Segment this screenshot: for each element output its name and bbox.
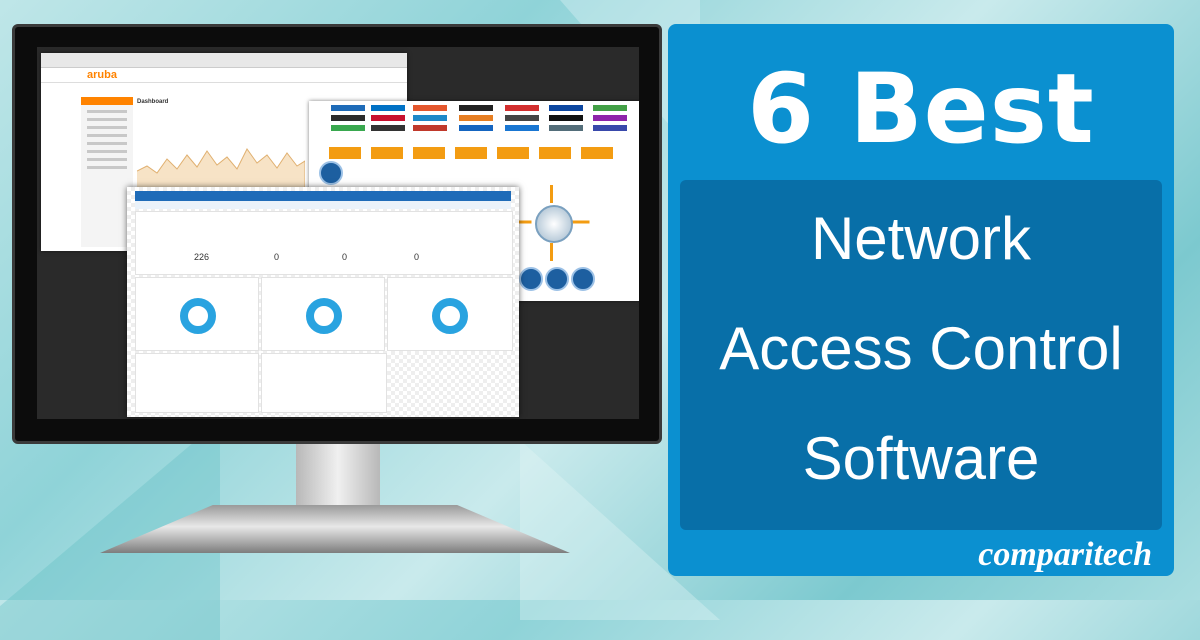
forescout-hub-icon xyxy=(535,205,573,243)
monitor-screen: aruba Dashboard xyxy=(37,47,639,419)
integration-category-box xyxy=(455,147,487,159)
device-bubble-icon xyxy=(545,267,569,291)
sidebar-item xyxy=(87,118,127,121)
vendor-logo-group xyxy=(459,105,493,135)
sidebar-item xyxy=(87,142,127,145)
sidebar-item xyxy=(87,134,127,137)
aruba-logo: aruba xyxy=(87,69,117,81)
vendor-logo-group xyxy=(505,105,539,135)
widget-panel xyxy=(261,277,385,351)
sidebar xyxy=(81,97,133,247)
title-panel: 6 Best Network Access Control Software c… xyxy=(668,24,1174,576)
dashboard-tabs xyxy=(135,201,511,209)
arrow-ray xyxy=(550,243,553,261)
integration-category-box xyxy=(413,147,445,159)
monitor-icon: aruba Dashboard xyxy=(12,24,662,444)
vendor-logo-group xyxy=(593,105,627,135)
subtitle-box: Network Access Control Software xyxy=(680,180,1162,530)
summary-panel xyxy=(261,353,387,413)
headline: 6 Best xyxy=(747,53,1095,165)
sidebar-item xyxy=(87,150,127,153)
sidebar-item xyxy=(87,110,127,113)
app-header: aruba xyxy=(41,68,407,83)
device-bubble-icon xyxy=(519,267,543,291)
comparitech-logo: comparitech xyxy=(978,536,1152,573)
arrow-ray xyxy=(571,220,590,224)
dashboard-header xyxy=(135,191,511,201)
alarms-panel xyxy=(135,353,259,413)
arrow-ray xyxy=(550,185,553,203)
donut-chart-icon xyxy=(180,298,216,334)
devices-panel: 226 0 0 0 xyxy=(135,211,513,275)
integration-category-row xyxy=(329,147,629,161)
sidebar-active-item xyxy=(81,97,133,105)
subtitle-line: Software xyxy=(802,425,1040,492)
dashboard-title: Dashboard xyxy=(137,99,169,105)
globe-icon xyxy=(319,161,343,185)
integration-category-box xyxy=(329,147,361,159)
monitor-stand-neck xyxy=(296,444,380,510)
metric-value: 0 xyxy=(414,252,420,262)
traffic-line-chart xyxy=(137,148,305,190)
metric-value: 0 xyxy=(274,252,280,262)
integration-category-box xyxy=(497,147,529,159)
subtitle-line: Network xyxy=(810,205,1032,272)
metric-value: 226 xyxy=(194,252,210,262)
subtitle-line: Access Control xyxy=(719,315,1123,382)
vendor-logo-group xyxy=(549,105,583,135)
device-dashboard-screenshot: 226 0 0 0 xyxy=(127,187,519,417)
biohazard-icon xyxy=(571,267,595,291)
donut-chart-icon xyxy=(432,298,468,334)
traffic-area xyxy=(137,148,305,189)
integration-category-box xyxy=(371,147,403,159)
vendor-logo-group xyxy=(371,105,405,135)
vendor-logo-group xyxy=(331,105,365,135)
vendor-logo-group xyxy=(413,105,447,135)
integration-category-box xyxy=(539,147,571,159)
integration-category-box xyxy=(581,147,613,159)
sidebar-item xyxy=(87,158,127,161)
sidebar-item xyxy=(87,166,127,169)
widget-panel xyxy=(387,277,513,351)
widget-panel xyxy=(135,277,259,351)
donut-chart-icon xyxy=(306,298,342,334)
sidebar-item xyxy=(87,126,127,129)
metric-value: 0 xyxy=(342,252,348,262)
browser-address-bar xyxy=(41,53,407,68)
